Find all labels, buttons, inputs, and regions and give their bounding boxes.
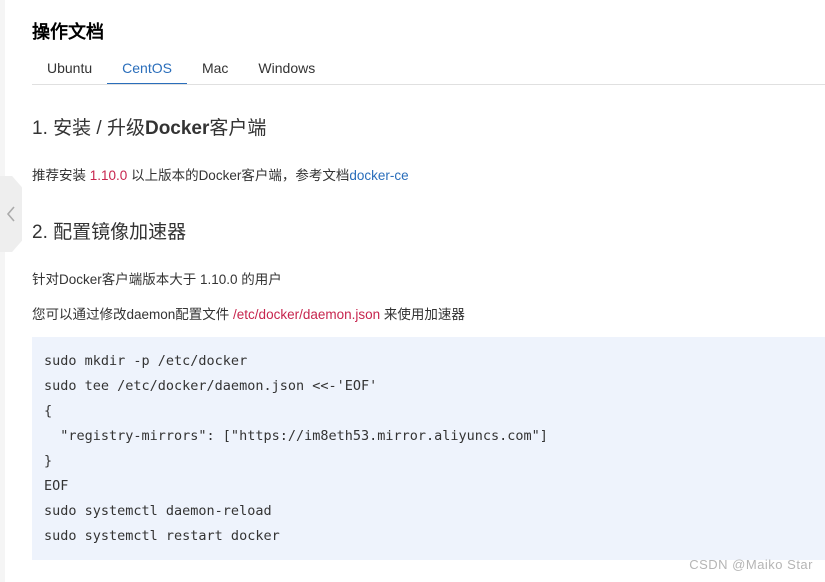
config-path-highlight: /etc/docker/daemon.json [233, 307, 381, 322]
tab-mac[interactable]: Mac [201, 60, 229, 76]
code-line: sudo tee /etc/docker/daemon.json <<-'EOF… [44, 378, 378, 394]
version-highlight: 1.10.0 [89, 168, 128, 183]
os-tabs: Ubuntu CentOS Mac Windows [32, 50, 825, 85]
section1-text-after: 以上版本的Docker客户端，参考文档 [127, 168, 350, 183]
section1-heading-suffix: 客户端 [209, 118, 267, 139]
section2-para2: 您可以通过修改daemon配置文件 /etc/docker/daemon.jso… [32, 305, 465, 325]
code-block[interactable]: sudo mkdir -p /etc/docker sudo tee /etc/… [32, 337, 825, 560]
section1-text: 推荐安装 1.10.0 以上版本的Docker客户端，参考文档docker-ce [32, 166, 409, 186]
section2-para1: 针对Docker客户端版本大于 1.10.0 的用户 [32, 272, 282, 287]
section2-para2-before: 您可以通过修改daemon配置文件 [32, 307, 234, 322]
tab-ubuntu[interactable]: Ubuntu [47, 60, 93, 76]
code-line: EOF [44, 478, 69, 494]
section1-heading-prefix: 1. 安装 / 升级 [32, 118, 145, 139]
watermark: CSDN @Maiko Star [689, 557, 813, 572]
code-line: } [44, 453, 53, 469]
section2-para2-after: 来使用加速器 [380, 307, 465, 322]
code-line: { [44, 403, 53, 419]
section1-heading: 1. 安装 / 升级Docker客户端 [32, 116, 266, 142]
page-title: 操作文档 [32, 22, 104, 42]
sidebar-collapse-button[interactable] [0, 176, 22, 252]
section1-text-before: 推荐安装 [32, 168, 90, 183]
left-edge [0, 0, 5, 582]
code-line: sudo systemctl restart docker [44, 528, 280, 544]
code-line: sudo mkdir -p /etc/docker [44, 353, 248, 369]
tab-windows[interactable]: Windows [258, 60, 316, 76]
section2-heading: 2. 配置镜像加速器 [32, 222, 187, 243]
chevron-left-icon [6, 206, 15, 222]
section1-heading-docker: Docker [144, 118, 210, 139]
docker-ce-link[interactable]: docker-ce [349, 168, 409, 183]
tab-centos[interactable]: CentOS [107, 50, 187, 84]
code-line: sudo systemctl daemon-reload [44, 503, 272, 519]
code-line: "registry-mirrors": ["https://im8eth53.m… [44, 428, 548, 444]
